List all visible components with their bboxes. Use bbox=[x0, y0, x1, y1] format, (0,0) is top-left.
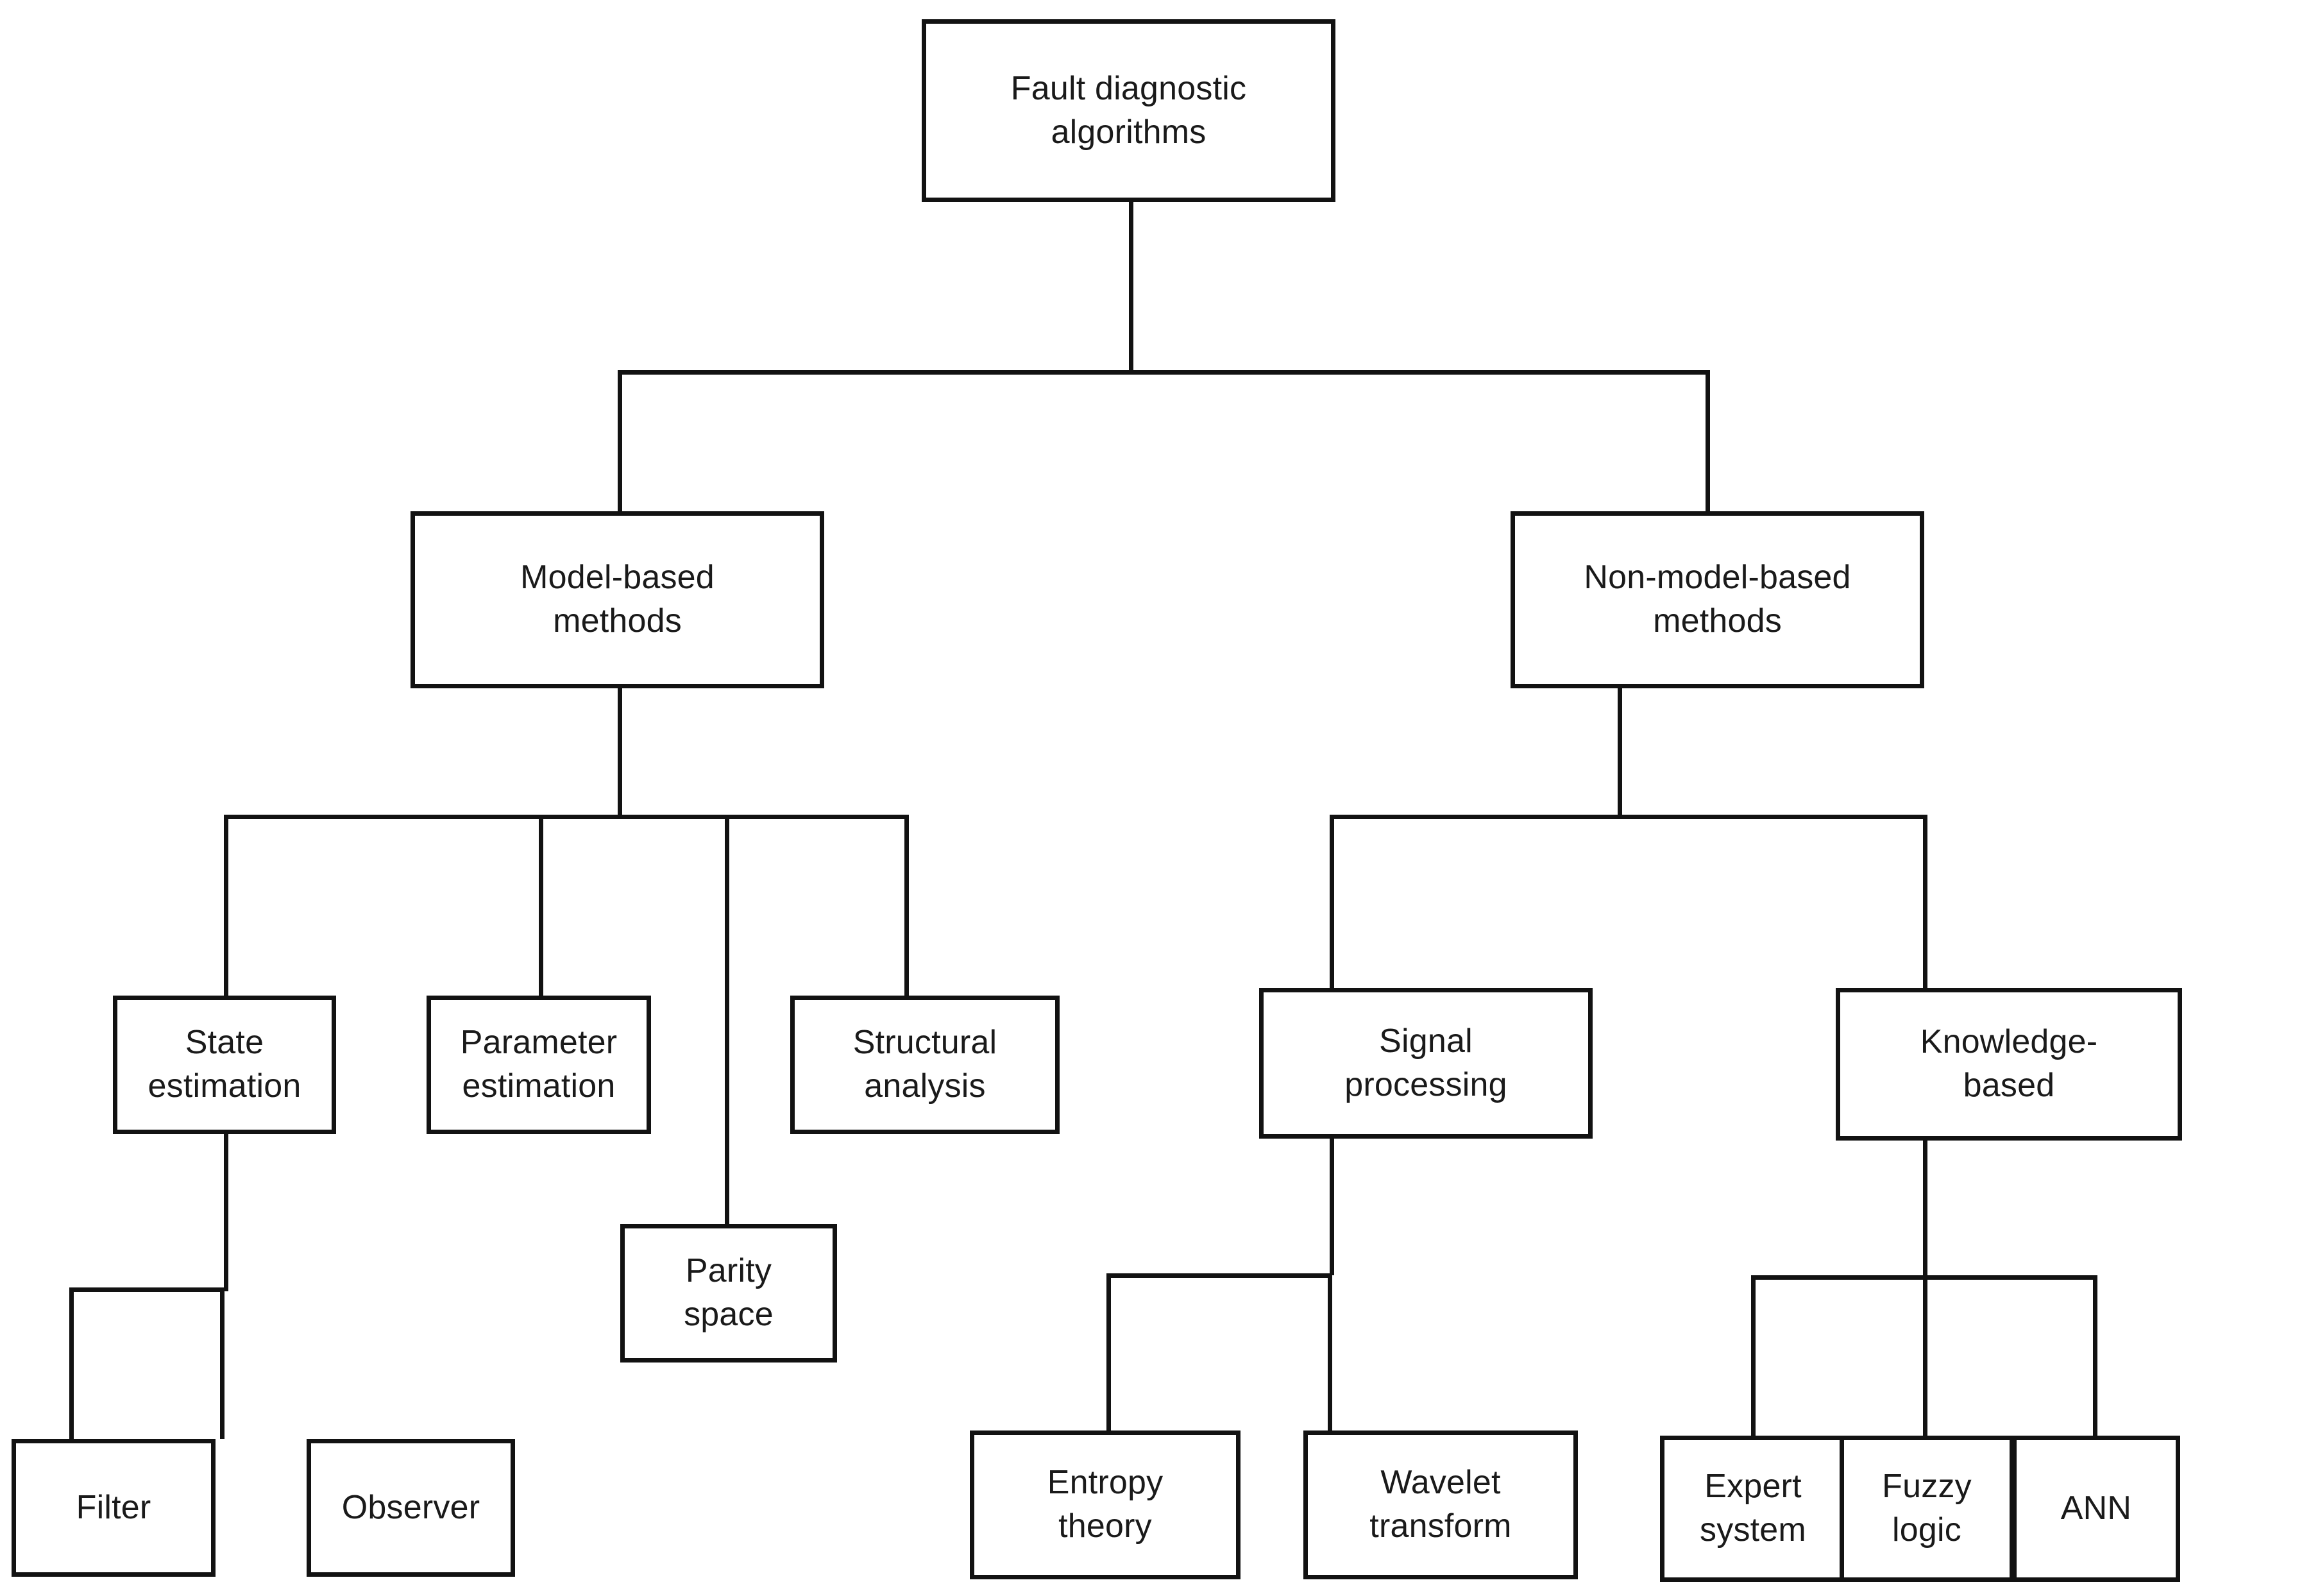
node-root[interactable]: Fault diagnostic algorithms bbox=[922, 19, 1335, 202]
edge-non-model-based-bus bbox=[1330, 815, 1927, 819]
edge-to-observer bbox=[220, 1287, 224, 1439]
node-structural-analysis[interactable]: Structural analysis bbox=[790, 996, 1060, 1134]
node-signal-processing[interactable]: Signal processing bbox=[1259, 988, 1593, 1139]
edge-to-parameter-estimation bbox=[539, 815, 543, 996]
edge-to-state-estimation bbox=[224, 815, 228, 996]
edge-non-model-based-stem bbox=[1618, 688, 1622, 817]
edge-to-signal-processing bbox=[1330, 815, 1334, 988]
edge-signal-processing-stem bbox=[1330, 1139, 1334, 1275]
edge-to-knowledge-based bbox=[1923, 815, 1927, 988]
edge-to-ann bbox=[2093, 1275, 2097, 1436]
node-filter[interactable]: Filter bbox=[12, 1439, 216, 1577]
edge-to-parity-space bbox=[725, 815, 729, 1224]
node-non-model-based[interactable]: Non-model-based methods bbox=[1511, 511, 1924, 688]
edge-model-based-bus bbox=[224, 815, 909, 819]
node-model-based[interactable]: Model-based methods bbox=[411, 511, 824, 688]
edge-knowledge-based-stem bbox=[1923, 1141, 1927, 1278]
edge-to-fuzzy-logic bbox=[1923, 1275, 1927, 1436]
edge-root-stem bbox=[1129, 202, 1133, 372]
node-expert-system[interactable]: Expert system bbox=[1660, 1436, 1846, 1582]
edge-to-filter bbox=[69, 1287, 74, 1439]
edge-to-wavelet-transform bbox=[1328, 1273, 1332, 1430]
edge-to-entropy-theory bbox=[1106, 1273, 1111, 1430]
edge-level1-bus bbox=[618, 370, 1710, 375]
node-observer[interactable]: Observer bbox=[307, 1439, 515, 1577]
edge-to-structural-analysis bbox=[904, 815, 909, 996]
edge-to-non-model-based bbox=[1706, 370, 1710, 511]
node-knowledge-based[interactable]: Knowledge- based bbox=[1836, 988, 2182, 1141]
node-parity-space[interactable]: Parity space bbox=[620, 1224, 837, 1363]
edge-state-estimation-stem bbox=[224, 1134, 228, 1291]
edge-to-expert-system bbox=[1751, 1275, 1756, 1436]
node-entropy-theory[interactable]: Entropy theory bbox=[970, 1430, 1240, 1579]
edge-model-based-stem bbox=[618, 688, 622, 817]
edge-state-estimation-bus bbox=[69, 1287, 224, 1292]
node-fuzzy-logic[interactable]: Fuzzy logic bbox=[1840, 1436, 2014, 1582]
edge-to-model-based bbox=[618, 370, 622, 511]
node-state-estimation[interactable]: State estimation bbox=[113, 996, 336, 1134]
edge-signal-processing-bus bbox=[1106, 1273, 1332, 1278]
node-wavelet-transform[interactable]: Wavelet transform bbox=[1303, 1430, 1578, 1579]
node-ann[interactable]: ANN bbox=[2012, 1436, 2180, 1582]
node-parameter-estimation[interactable]: Parameter estimation bbox=[427, 996, 651, 1134]
